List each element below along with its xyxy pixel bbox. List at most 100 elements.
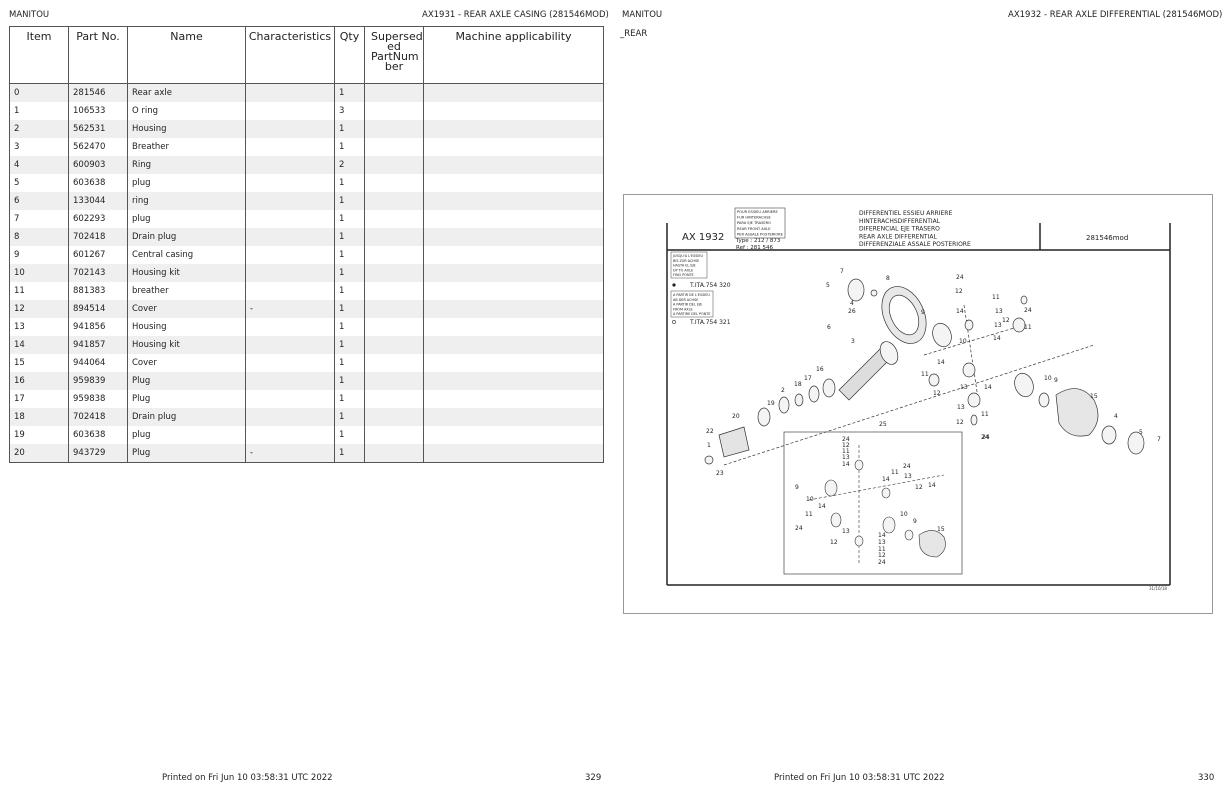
cell-characteristics <box>245 408 335 426</box>
part-callout: 13 <box>842 454 850 461</box>
cell-characteristics <box>245 138 335 156</box>
cell-characteristics <box>245 156 335 174</box>
cell-item: 14 <box>9 336 69 354</box>
lang-box-line: PARA EJE TRASERO <box>737 221 771 225</box>
from-box-line: A PARTIR DEL EJE <box>673 303 702 307</box>
cell-part-no: 281546 <box>68 83 128 102</box>
cell-machine-applicability <box>423 83 604 102</box>
cell-qty: 3 <box>334 102 365 120</box>
lang-box-line: POUR ESSIEU ARRIERE <box>737 210 778 214</box>
cell-name: plug <box>127 210 246 228</box>
parts-table: Item Part No. Name Characteristics Qty S… <box>9 26 604 463</box>
right-page-title: AX1932 - REAR AXLE DIFFERENTIAL (281546M… <box>1008 10 1223 20</box>
cell-name: Drain plug <box>127 408 246 426</box>
cell-item: 0 <box>9 83 69 102</box>
part-callout: 9 <box>913 518 917 525</box>
part-callout: 14 <box>956 308 964 315</box>
upto-box-line: BIS ZUR ACHSE <box>673 259 699 263</box>
part-callout: 13 <box>995 308 1003 315</box>
cell-superseded <box>364 336 424 354</box>
cell-superseded <box>364 372 424 390</box>
cell-part-no: 941857 <box>68 336 128 354</box>
cell-characteristics <box>245 426 335 444</box>
cell-machine-applicability <box>423 354 604 372</box>
cell-name: Cover <box>127 300 246 318</box>
col-header-part-no: Part No. <box>68 26 128 84</box>
cell-name: Plug <box>127 372 246 390</box>
part-callout: 14 <box>937 359 945 366</box>
part-callout: 11 <box>805 511 813 518</box>
left-page-number: 329 <box>585 773 602 783</box>
lang-box-line: FUR HINTERACHSE <box>737 216 771 220</box>
part-callout: 14 <box>818 503 826 510</box>
cell-characteristics <box>245 246 335 264</box>
part-callout: 13 <box>904 473 912 480</box>
lang-box-line: REAR FRONT AXLE <box>737 227 771 231</box>
rear-note: _REAR <box>620 29 648 39</box>
cell-name: Rear axle <box>127 83 246 102</box>
cell-superseded <box>364 246 424 264</box>
cell-superseded <box>364 192 424 210</box>
cell-part-no: 941856 <box>68 318 128 336</box>
part-callout: 12 <box>1002 317 1010 324</box>
cell-qty: 1 <box>334 318 365 336</box>
cell-characteristics <box>245 282 335 300</box>
cell-machine-applicability <box>423 120 604 138</box>
cell-name: Housing <box>127 318 246 336</box>
part-callout: 11 <box>891 469 899 476</box>
part-callout: 14 <box>993 335 1001 342</box>
part-callout: 10 <box>900 511 908 518</box>
cell-part-no: 601267 <box>68 246 128 264</box>
left-page-title: AX1931 - REAR AXLE CASING (281546MOD) <box>422 10 609 20</box>
drawing-title-line: DIFFERENZIALE ASSALE POSTERIORE <box>859 241 971 248</box>
cell-superseded <box>364 282 424 300</box>
cell-superseded <box>364 120 424 138</box>
part-callout: 8 <box>886 275 890 282</box>
part-callout: 24 <box>956 274 964 281</box>
cell-item: 3 <box>9 138 69 156</box>
cell-superseded <box>364 174 424 192</box>
part-callout: 14 <box>882 476 890 483</box>
cell-item: 18 <box>9 408 69 426</box>
cell-machine-applicability <box>423 336 604 354</box>
cell-part-no: 562470 <box>68 138 128 156</box>
part-callout: 12 <box>878 552 886 559</box>
upto-ref: T.ITA.754 320 <box>689 282 731 289</box>
drawing-title-line: HINTERACHSDIFFERENTIAL <box>859 218 941 225</box>
from-box-line: A PARTIRE DEL PONTE <box>673 312 710 316</box>
cell-item: 7 <box>9 210 69 228</box>
cell-name: breather <box>127 282 246 300</box>
cell-qty: 1 <box>334 336 365 354</box>
cell-name: Plug <box>127 444 246 463</box>
part-callout: 7 <box>840 268 844 275</box>
part-callout: 14 <box>928 482 936 489</box>
part-callout: 12 <box>956 419 964 426</box>
col-header-name: Name <box>127 26 246 84</box>
cell-item: 13 <box>9 318 69 336</box>
cell-machine-applicability <box>423 246 604 264</box>
cell-part-no: 959839 <box>68 372 128 390</box>
left-footer-printed: Printed on Fri Jun 10 03:58:31 UTC 2022 <box>162 773 333 783</box>
cell-item: 19 <box>9 426 69 444</box>
upto-box-line: HASTA EL EJE <box>673 264 696 268</box>
part-callout: 24 <box>982 434 990 441</box>
part-callout: 7 <box>1157 436 1161 443</box>
part-callout: 12 <box>955 288 963 295</box>
part-callout: 13 <box>957 404 965 411</box>
cell-machine-applicability <box>423 408 604 426</box>
cell-name: O ring <box>127 102 246 120</box>
part-callout: 20 <box>732 413 740 420</box>
cell-name: plug <box>127 174 246 192</box>
part-callout: 5 <box>1139 429 1143 436</box>
upto-box-line: UP TO AXLE <box>673 268 693 272</box>
cell-machine-applicability <box>423 210 604 228</box>
part-callout: 14 <box>878 532 886 539</box>
